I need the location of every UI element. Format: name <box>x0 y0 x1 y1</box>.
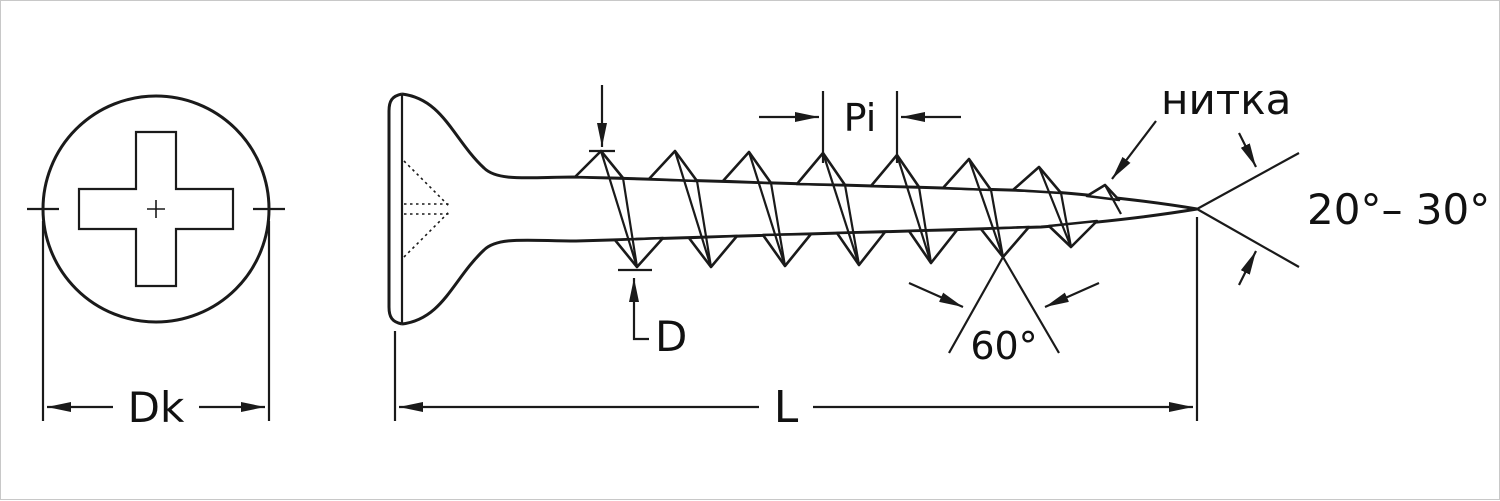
tip-angle-dimension: 20°– 30° <box>1196 132 1490 286</box>
thread-lower-crests <box>613 219 1099 269</box>
pitch-dimension: Pi <box>759 91 961 163</box>
thread-upper-crests <box>573 149 1121 202</box>
core-diameter-dimension: D <box>618 268 687 361</box>
center-mark <box>147 200 165 218</box>
last-thread-leader <box>1111 120 1157 180</box>
thread-angle-dimension: 60° <box>908 256 1100 368</box>
dk-label: Dk <box>128 383 185 432</box>
screw-side-view <box>387 92 1198 326</box>
crest-pointer <box>589 85 615 153</box>
d-label: D <box>655 312 687 361</box>
phillips-cross <box>77 130 235 288</box>
last-thread-label: нитка <box>1161 75 1291 124</box>
recess-hidden-lines <box>403 160 451 258</box>
head-top-view <box>27 94 285 324</box>
head-rim <box>387 92 403 326</box>
screw-top-profile <box>401 92 1198 211</box>
thread-angle-label: 60° <box>970 324 1037 368</box>
length-dimension: L <box>393 217 1199 433</box>
tip-angle-label: 20°– 30° <box>1307 185 1490 234</box>
pitch-label: Pi <box>844 96 877 140</box>
last-thread-callout: нитка <box>1111 75 1291 180</box>
d-leader-elbow <box>632 327 649 341</box>
length-label: L <box>774 382 799 433</box>
dk-dimension: Dk <box>41 221 271 432</box>
screw-bottom-profile <box>401 207 1198 326</box>
thread-helix-lines <box>599 150 1122 268</box>
